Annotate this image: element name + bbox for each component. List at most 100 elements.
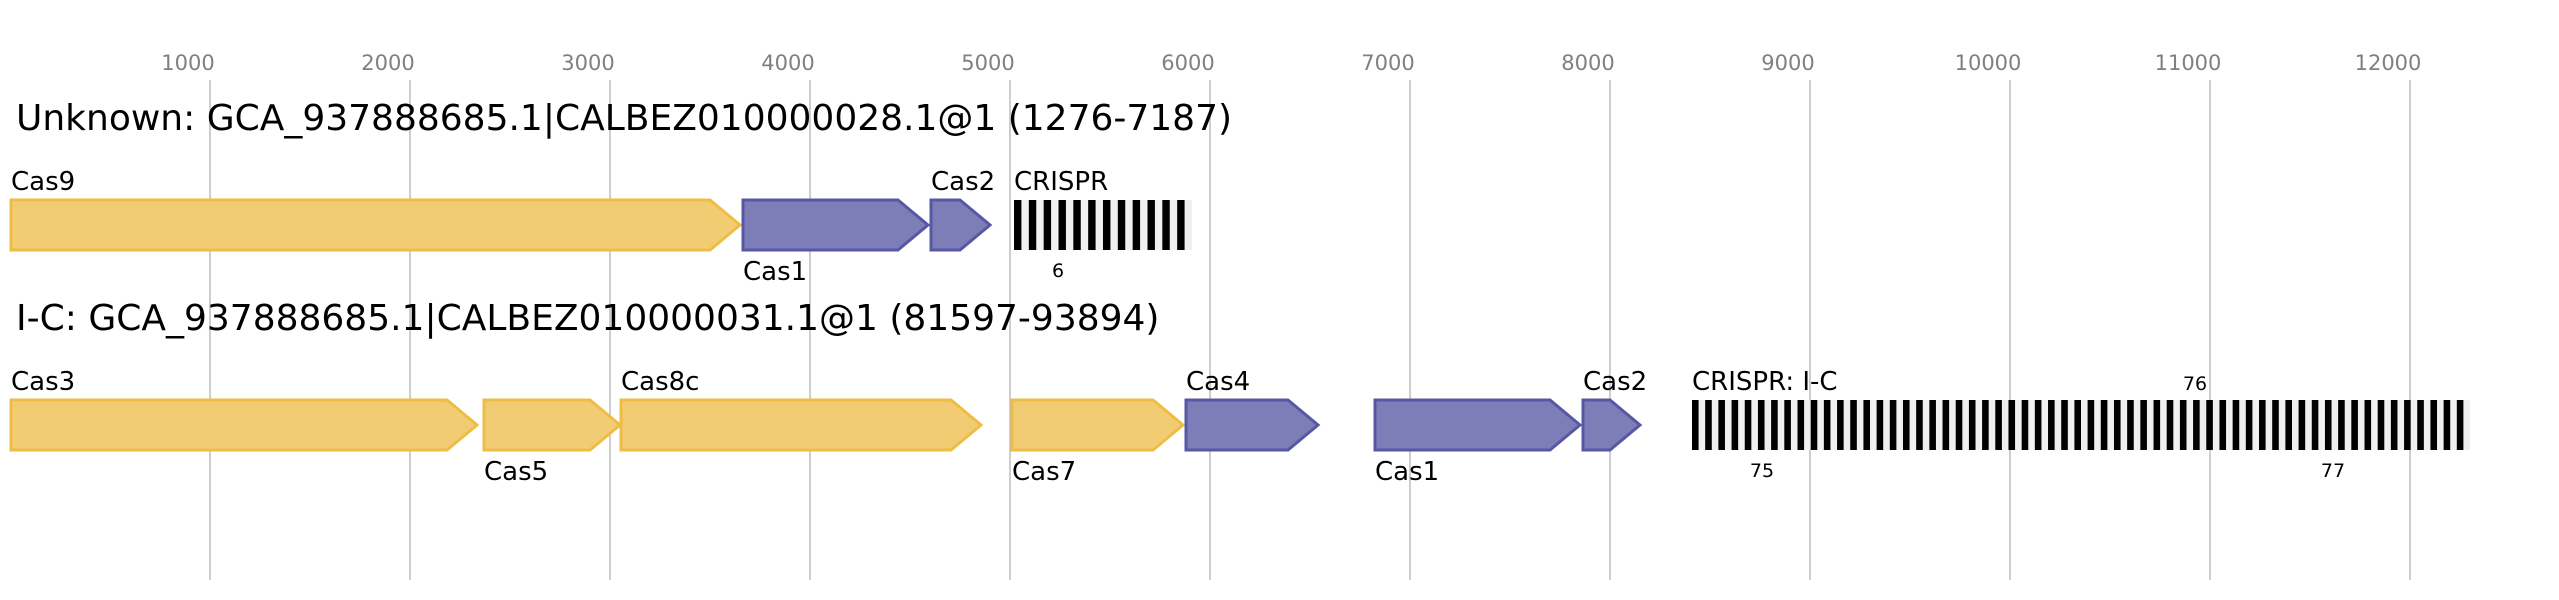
axis-tick-label: 8000 [1561, 51, 1614, 75]
crispr-repeat [1810, 400, 1818, 450]
crispr-repeat [2272, 400, 2279, 450]
axis-tick-label: 6000 [1161, 51, 1214, 75]
crispr-repeat [1955, 400, 1963, 450]
gene-label: Cas5 [484, 457, 548, 487]
crispr-repeat [2390, 400, 2398, 450]
crispr-repeat [2140, 400, 2147, 450]
crispr-label: CRISPR: I-C [1692, 367, 1838, 397]
gene-label: Cas1 [743, 257, 807, 287]
locus-title: Unknown: GCA_937888685.1|CALBEZ010000028… [16, 98, 1232, 139]
crispr-repeat [1916, 400, 1923, 450]
gene-arrow-cas9 [9, 198, 743, 252]
crispr-repeat [1850, 400, 1857, 450]
crispr-repeat [1103, 200, 1111, 250]
crispr-repeat [1889, 400, 1897, 450]
crispr-repeat [2311, 400, 2319, 450]
crispr-repeat [1117, 200, 1126, 250]
gene-arrow-cas2 [929, 198, 993, 252]
crispr-repeat [2021, 400, 2029, 450]
gene-arrow-cas3 [9, 398, 480, 452]
crispr-repeat [2219, 400, 2227, 450]
crispr-repeat [2364, 400, 2372, 450]
crispr-repeat [1014, 200, 1022, 250]
crispr-repeat [1995, 400, 2002, 450]
crispr-repeat [2206, 400, 2213, 450]
crispr-repeat [2087, 400, 2095, 450]
crispr-repeat [1028, 200, 1037, 250]
crispr-repeat [2061, 400, 2068, 450]
crispr-repeat [2430, 400, 2438, 450]
crispr-repeat [2074, 400, 2081, 450]
crispr-repeat [1132, 200, 1141, 250]
crispr-repeat [1757, 400, 1765, 450]
crispr-repeat [2417, 400, 2424, 450]
crispr-repeat [1968, 400, 1976, 450]
axis-tick-label: 4000 [761, 51, 814, 75]
gene-label: Cas7 [1012, 457, 1076, 487]
crispr-repeat [2456, 400, 2464, 450]
crispr-repeat [2232, 400, 2240, 450]
gene-arrow-cas7 [1010, 398, 1186, 452]
axis-tick-label: 1000 [161, 51, 214, 75]
crispr-repeat [1942, 400, 1950, 450]
crispr-repeat [1837, 400, 1844, 450]
crispr-repeat [2048, 400, 2055, 450]
crispr-repeat [2153, 400, 2161, 450]
gene-arrow-cas8c [619, 398, 984, 452]
crispr-repeat [2100, 400, 2108, 450]
gene-label: Cas4 [1186, 367, 1250, 397]
spacer-label: 77 [2321, 460, 2345, 482]
crispr-repeat [1929, 400, 1936, 450]
crispr-repeat [1982, 400, 1989, 450]
gene-arrow-cas2 [1581, 398, 1643, 452]
gene-label: Cas1 [1375, 457, 1439, 487]
locus-title: I-C: GCA_937888685.1|CALBEZ010000031.1@1… [16, 298, 1159, 339]
crispr-repeat [2338, 400, 2345, 450]
gene-arrow-cas4 [1184, 398, 1321, 452]
crispr-repeat [1718, 400, 1725, 450]
axis-tick-label: 2000 [361, 51, 414, 75]
gene-label: Cas2 [1583, 367, 1647, 397]
spacer-label: 6 [1052, 260, 1064, 282]
crispr-repeat [2127, 400, 2134, 450]
crispr-repeat [1784, 400, 1791, 450]
crispr-repeat [1177, 200, 1185, 250]
crispr-repeat [1876, 400, 1884, 450]
crispr-repeat [1771, 400, 1778, 450]
crispr-repeat [2245, 400, 2253, 450]
crispr-repeat [2113, 400, 2121, 450]
gene-arrow-cas1 [741, 198, 931, 252]
spacer-label: 75 [1750, 460, 1774, 482]
crispr-label: CRISPR [1014, 167, 1108, 197]
crispr-repeat [1043, 200, 1052, 250]
crispr-repeat [1823, 400, 1831, 450]
axis-tick-label: 11000 [2155, 51, 2222, 75]
axis-tick-label: 10000 [1955, 51, 2022, 75]
crispr-repeat [1744, 400, 1752, 450]
axis-tick-label: 5000 [961, 51, 1014, 75]
crispr-repeat [1147, 200, 1155, 250]
crispr-repeat [1705, 400, 1712, 450]
crispr-repeat [1902, 400, 1910, 450]
crispr-repeat [2034, 400, 2042, 450]
crispr-repeat [1692, 400, 1699, 450]
crispr-repeat [2377, 400, 2385, 450]
crispr-repeat [1731, 400, 1739, 450]
crispr-repeat [1162, 200, 1170, 250]
crispr-repeat [2443, 400, 2451, 450]
crispr-repeat [2351, 400, 2358, 450]
crispr-repeat [2298, 400, 2306, 450]
crispr-repeat [2193, 400, 2200, 450]
crispr-repeat [2166, 400, 2174, 450]
crispr-repeat [2324, 400, 2332, 450]
axis-tick-label: 12000 [2355, 51, 2422, 75]
gene-label: Cas3 [11, 367, 75, 397]
crispr-repeat [2404, 400, 2411, 450]
crispr-repeat [2285, 400, 2292, 450]
gene-label: Cas2 [931, 167, 995, 197]
crispr-repeat [2008, 400, 2016, 450]
gene-label: Cas8c [621, 367, 699, 397]
crispr-repeat [1088, 200, 1096, 250]
crispr-repeat [1797, 400, 1805, 450]
